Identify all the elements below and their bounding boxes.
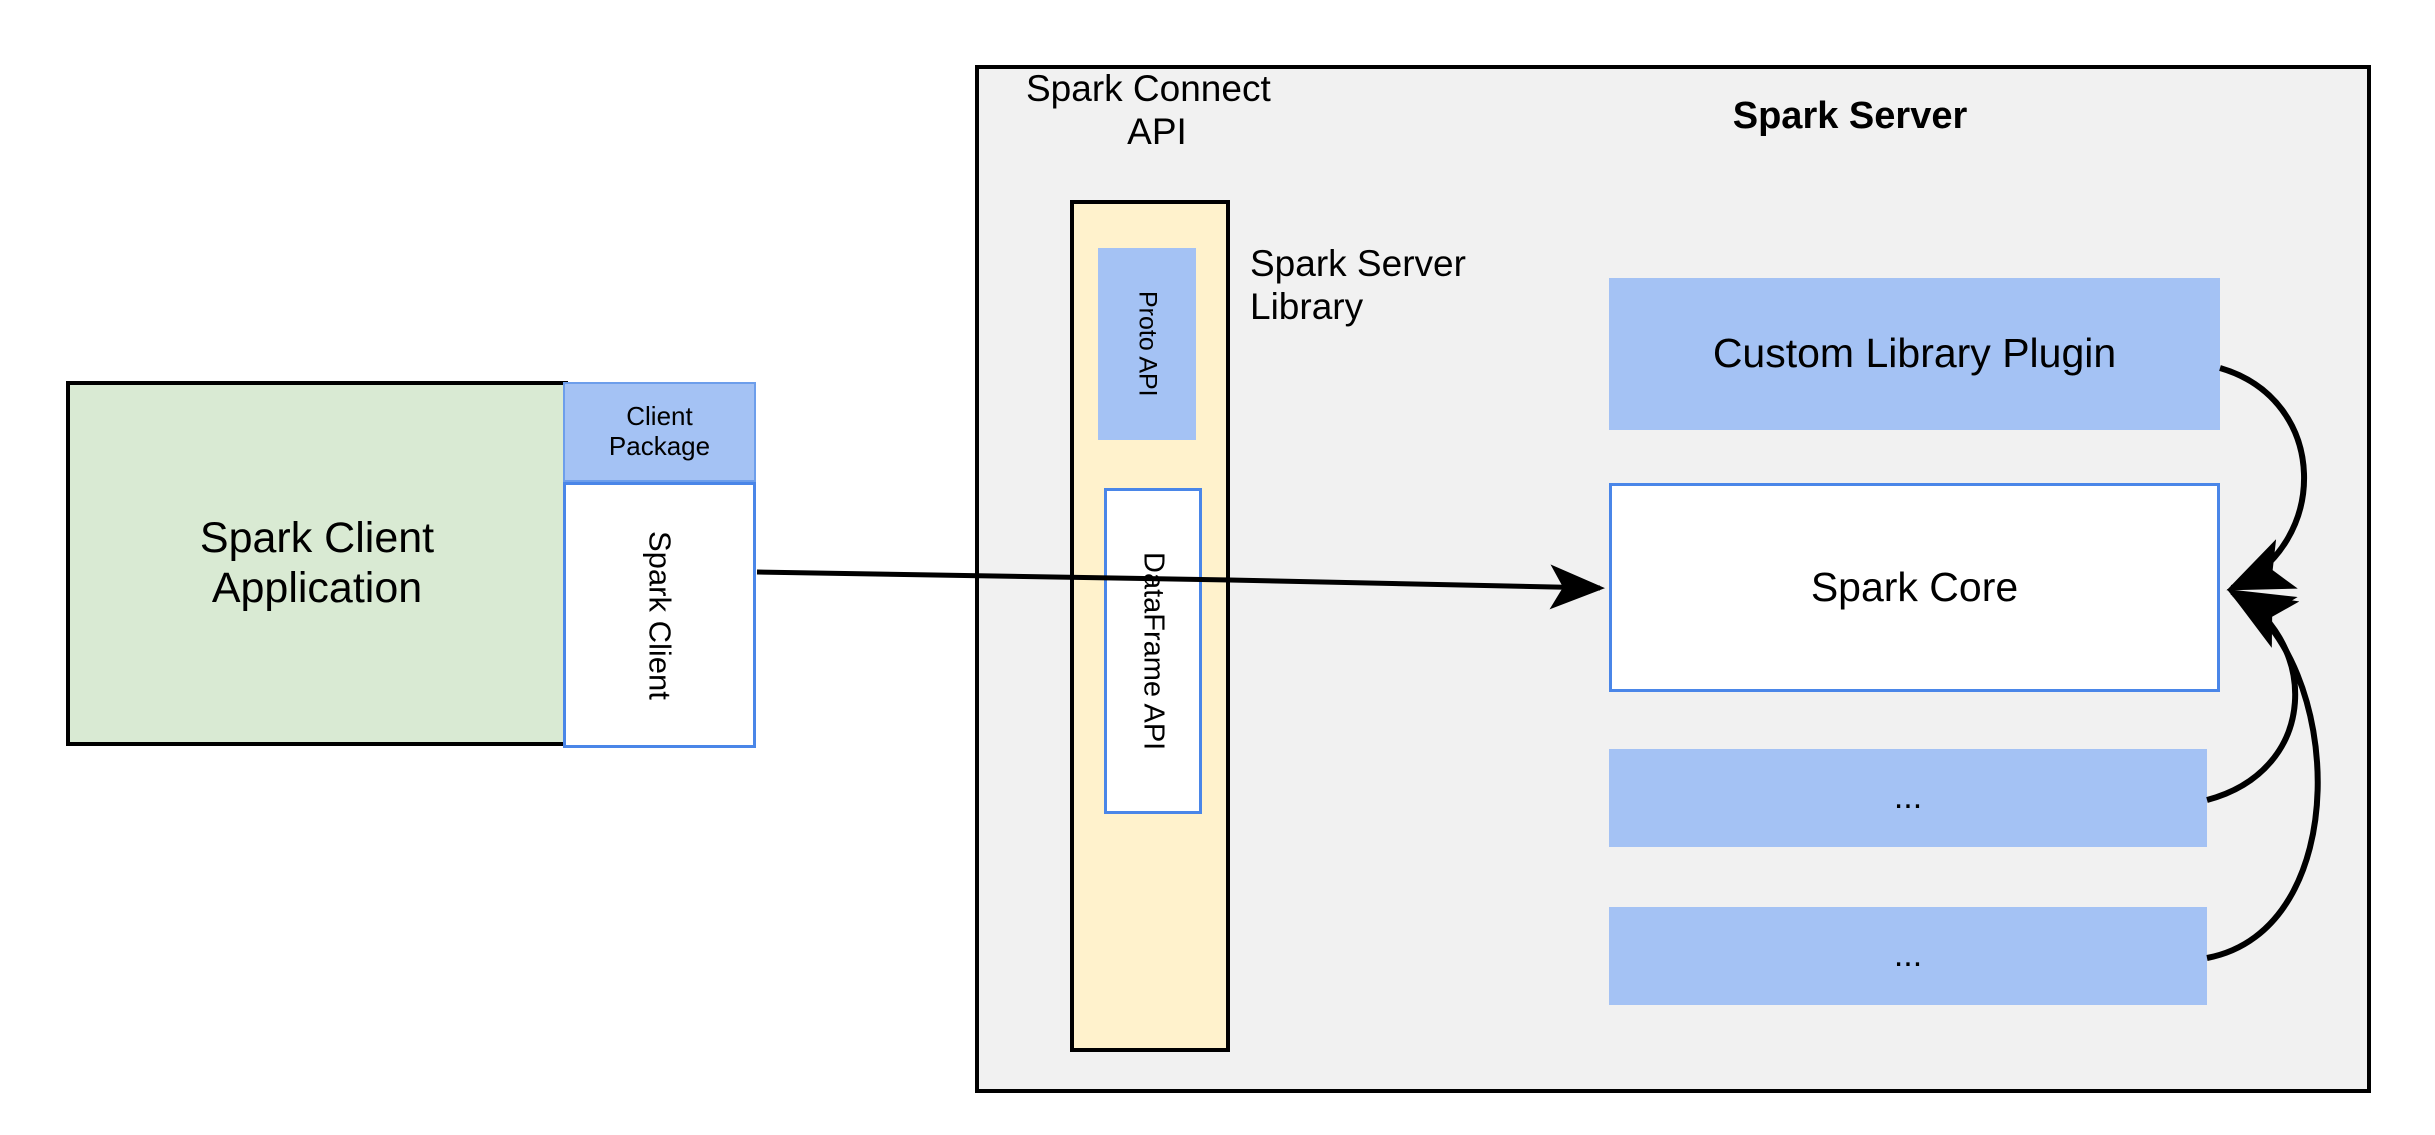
ellipsis-box-2: ...	[1609, 907, 2207, 1005]
spark-client-label: Spark Client	[642, 530, 678, 700]
client-package-label-line2: Package	[608, 431, 711, 461]
spark-core-box: Spark Core	[1609, 483, 2220, 692]
dataframe-api-label: DataFrame API	[1137, 551, 1170, 751]
spark-connect-api-title-line1: Spark Connect	[1026, 68, 1271, 109]
spark-client-box: Spark Client	[563, 482, 756, 748]
spark-server-library-label-line2: Library	[1250, 285, 1364, 327]
client-package-label-line1: Client	[626, 401, 693, 432]
proto-api-box: Proto API	[1098, 248, 1196, 440]
client-package-box: Client Package	[563, 382, 756, 482]
spark-server-title: Spark Server	[1732, 95, 1968, 138]
spark-client-application-label-line2: Application	[211, 563, 423, 612]
spark-client-application-label: Spark Client Application	[190, 514, 444, 613]
ellipsis-box-1: ...	[1609, 749, 2207, 847]
client-package-label: Client Package	[608, 401, 711, 462]
custom-library-plugin-box: Custom Library Plugin	[1609, 278, 2220, 430]
spark-client-application-box: Spark Client Application	[66, 381, 568, 746]
spark-server-library-label: Spark Server Library	[1250, 243, 1550, 333]
spark-connect-api-title: Spark Connect API	[1012, 68, 1302, 154]
spark-server-library-label-line1: Spark Server	[1250, 243, 1466, 284]
proto-api-label: Proto API	[1133, 291, 1162, 397]
dataframe-api-box: DataFrame API	[1104, 488, 1202, 814]
spark-client-application-label-line1: Spark Client	[199, 514, 435, 563]
spark-connect-api-title-line2: API	[1127, 110, 1187, 152]
